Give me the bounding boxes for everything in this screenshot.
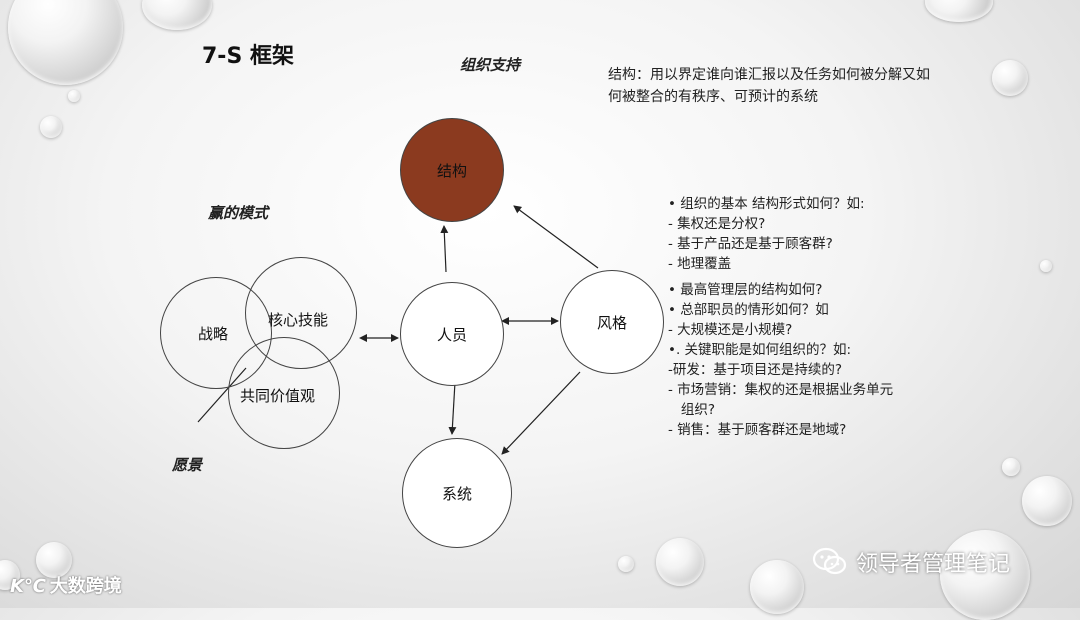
venn-shared-values-label: 共同价值观	[240, 387, 316, 405]
decor-bubble	[40, 116, 62, 138]
structure-description: 结构：用以界定谁向谁汇报以及任务如何被分解又如何被整合的有秩序、可预计的系统	[608, 67, 930, 105]
decor-bubble	[925, 0, 993, 22]
brand-watermark-right: 领导者管理笔记	[812, 546, 1010, 578]
decor-bubble	[36, 542, 72, 578]
venn-core-skills-label: 核心技能	[268, 311, 329, 329]
venn-shared-values-circle	[228, 337, 340, 449]
bullet-item: - 大规模还是小规模?	[668, 322, 793, 338]
arrow-people-system	[448, 381, 457, 435]
bullet-item: 组织?	[668, 402, 716, 418]
node-style-label: 风格	[596, 313, 627, 332]
venn-strategy-label: 战略	[198, 325, 229, 343]
decor-bubble	[940, 530, 1030, 620]
bullet-item: -研发：基于项目还是持续的?	[668, 362, 843, 378]
arrow-people-structure	[440, 225, 449, 273]
org-support-label: 组织支持	[460, 56, 521, 74]
bullet-list: • 组织的基本 结构形式如何？如: - 集权还是分权? - 基于产品还是基于顾客…	[668, 194, 893, 440]
bullet-item: - 市场营销：集权的还是根据业务单元	[668, 382, 894, 398]
node-structure: 结构	[400, 118, 504, 222]
node-system: 系统	[402, 438, 512, 548]
bullet-item: - 基于产品还是基于顾客群?	[668, 236, 833, 252]
node-structure-label: 结构	[436, 161, 467, 180]
node-style: 风格	[560, 270, 664, 374]
bullet-item: • 总部职员的情形如何？如	[668, 302, 829, 318]
brand-name-right: 领导者管理笔记	[856, 552, 1011, 577]
decor-bubble	[1022, 476, 1072, 526]
bullet-item: - 地理覆盖	[668, 256, 732, 272]
bullet-item: - 集权还是分权?	[668, 216, 766, 232]
decor-bubble	[1040, 260, 1052, 272]
arrow-style-structure	[513, 205, 599, 269]
decor-bubble	[618, 556, 634, 572]
decor-bubble	[750, 560, 804, 614]
vision-label: 愿景	[172, 456, 203, 474]
decor-bubble	[656, 538, 704, 586]
brand-name-left: 大数跨境	[49, 576, 122, 597]
page-title: 7-S 框架	[202, 44, 294, 69]
node-people-label: 人员	[436, 325, 467, 344]
brand-logo-icon: K℃	[10, 576, 46, 597]
node-people: 人员	[400, 282, 504, 386]
bullet-item: •. 关键职能是如何组织的？如:	[668, 342, 852, 358]
wechat-icon	[812, 547, 847, 575]
bullet-item: • 最高管理层的结构如何?	[668, 282, 823, 298]
bullet-item: • 组织的基本 结构形式如何？如:	[668, 196, 865, 212]
win-mode-label: 赢的模式	[208, 204, 269, 222]
decor-bubble	[0, 560, 20, 590]
bullet-item: - 销售：基于顾客群还是地域?	[668, 422, 847, 438]
decor-bubble	[992, 60, 1028, 96]
decor-bubble	[68, 90, 80, 102]
decor-bubble	[1002, 458, 1020, 476]
arrow-style-system	[501, 371, 581, 455]
node-system-label: 系统	[441, 484, 472, 503]
